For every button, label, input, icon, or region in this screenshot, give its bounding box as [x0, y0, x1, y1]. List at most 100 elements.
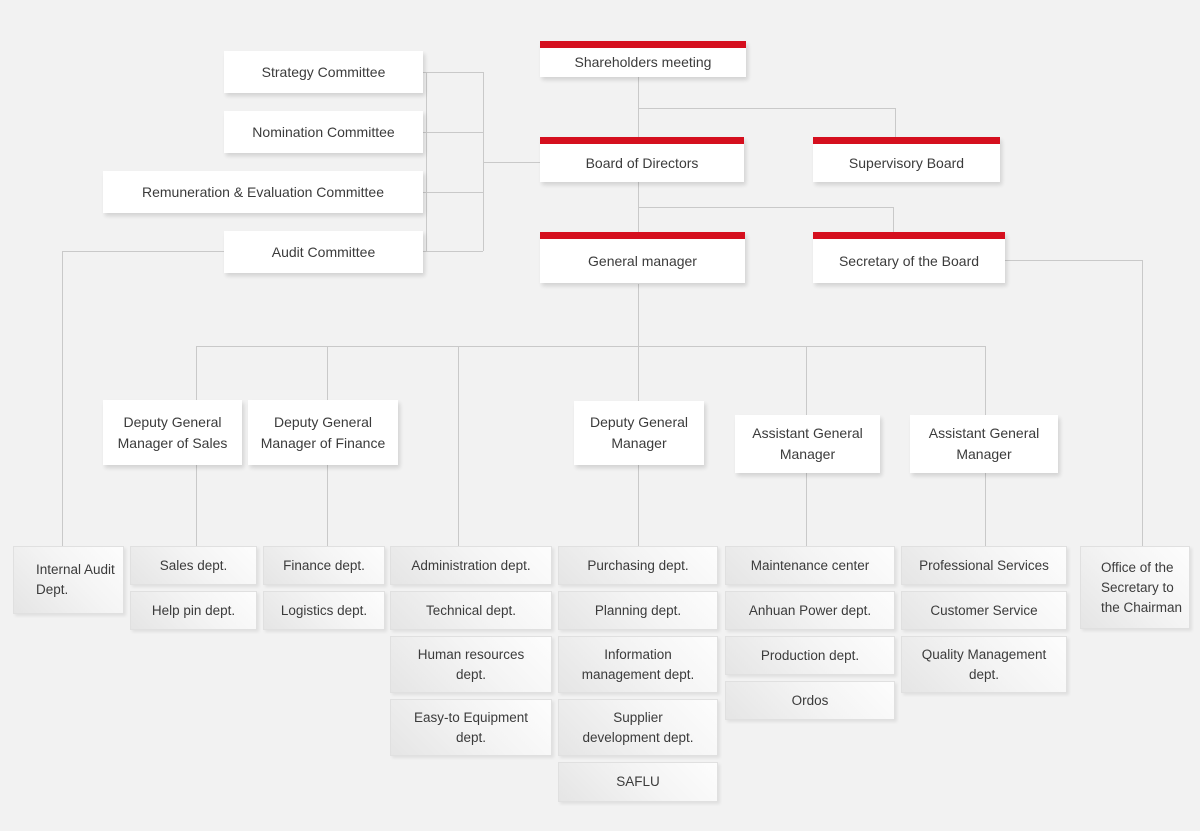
dept-maintenance-center: Maintenance center — [725, 546, 895, 585]
dept-customer-service: Customer Service — [901, 591, 1067, 630]
connector-agm1-drop — [806, 346, 807, 415]
red-accent-bar — [540, 232, 745, 239]
node-label: Deputy General Manager of Sales — [117, 413, 228, 451]
dept-label: Easy-to Equipment dept. — [413, 709, 529, 745]
red-accent-bar — [813, 137, 1000, 144]
connector-secretary-office-branch — [1005, 260, 1142, 261]
dept-internal-audit: Internal Audit Dept. — [13, 546, 124, 614]
dept-anhuan-power: Anhuan Power dept. — [725, 591, 895, 630]
connector-sales-column-drop — [196, 465, 197, 546]
node-label: Remuneration & Evaluation Committee — [141, 183, 384, 200]
dept-label: Information management dept. — [581, 646, 695, 682]
dept-label: Maintenance center — [750, 557, 870, 573]
dept-label: Logistics dept. — [280, 602, 368, 618]
connector-remuneration-stub — [423, 192, 483, 193]
dept-label: Purchasing dept. — [587, 557, 689, 573]
node-audit-committee: Audit Committee — [224, 231, 423, 273]
node-supervisory-board: Supervisory Board — [813, 137, 1000, 182]
node-label: Audit Committee — [271, 243, 376, 260]
connector-gm-bar — [638, 284, 639, 346]
dept-label: Help pin dept. — [151, 602, 236, 618]
dept-finance: Finance dept. — [263, 546, 385, 585]
dept-label: Human resources dept. — [417, 646, 525, 682]
connector-dgm-sales-drop — [196, 346, 197, 400]
dept-label: Office of the Secretary to the Chairman — [1101, 559, 1183, 615]
connector-professional-column-drop — [985, 473, 986, 546]
connector-dgm-drop — [638, 346, 639, 401]
connector-supervisory-drop — [895, 108, 896, 137]
dept-human-resources: Human resources dept. — [390, 636, 552, 693]
dept-label: Supplier development dept. — [582, 709, 694, 745]
node-label: Nomination Committee — [252, 123, 395, 140]
dept-production: Production dept. — [725, 636, 895, 675]
dept-label: Ordos — [791, 692, 829, 708]
connector-supervisory-branch — [638, 108, 895, 109]
connector-maintenance-column-drop — [806, 473, 807, 546]
node-label: General manager — [588, 252, 697, 269]
dept-label: Customer Service — [930, 602, 1038, 618]
node-label: Assistant General Manager — [928, 425, 1040, 462]
node-shareholders-meeting: Shareholders meeting — [540, 41, 746, 77]
dept-label: SAFLU — [616, 774, 660, 789]
dept-logistics: Logistics dept. — [263, 591, 385, 630]
dept-label: Finance dept. — [283, 557, 365, 573]
dept-easy-to-equipment: Easy-to Equipment dept. — [390, 699, 552, 756]
node-general-manager: General manager — [540, 232, 745, 283]
dept-quality-management: Quality Management dept. — [901, 636, 1067, 693]
node-secretary-of-the-board: Secretary of the Board — [813, 232, 1005, 283]
node-label: Secretary of the Board — [838, 252, 980, 269]
node-nomination-committee: Nomination Committee — [224, 111, 423, 153]
node-board-of-directors: Board of Directors — [540, 137, 744, 182]
dept-administration: Administration dept. — [390, 546, 552, 585]
connector-secretary-branch — [638, 207, 893, 208]
dept-label: Technical dept. — [425, 602, 517, 618]
connector-secretary-drop — [893, 207, 894, 232]
node-deputy-gm-finance: Deputy General Manager of Finance — [248, 400, 398, 465]
dept-technical: Technical dept. — [390, 591, 552, 630]
node-label: Deputy General Manager — [589, 414, 689, 451]
node-label: Board of Directors — [585, 154, 699, 171]
dept-saflu: SAFLU — [558, 762, 718, 802]
connector-strategy-stub — [423, 72, 483, 73]
node-deputy-gm-sales: Deputy General Manager of Sales — [103, 400, 242, 465]
node-deputy-gm: Deputy General Manager — [574, 401, 704, 465]
connector-committee-bracket-outer — [483, 72, 484, 251]
connector-main-bar — [196, 346, 985, 347]
connector-dgm-finance-drop — [327, 346, 328, 400]
connector-nomination-stub — [423, 132, 483, 133]
dept-sales: Sales dept. — [130, 546, 257, 585]
node-label: Strategy Committee — [261, 63, 386, 80]
dept-label: Professional Services — [919, 557, 1049, 573]
dept-help-pin: Help pin dept. — [130, 591, 257, 630]
connector-committee-bracket-inner — [426, 72, 427, 251]
dept-label: Quality Management dept. — [921, 646, 1047, 682]
connector-administration-drop — [458, 346, 459, 546]
dept-information-management: Information management dept. — [558, 636, 718, 693]
dept-ordos: Ordos — [725, 681, 895, 720]
connector-internal-audit-drop — [62, 251, 63, 546]
connector-finance-column-drop — [327, 465, 328, 546]
dept-planning: Planning dept. — [558, 591, 718, 630]
dept-label: Planning dept. — [594, 602, 682, 618]
node-assistant-gm-1: Assistant General Manager — [735, 415, 880, 473]
node-label: Shareholders meeting — [574, 54, 712, 70]
dept-professional-services: Professional Services — [901, 546, 1067, 585]
red-accent-bar — [540, 137, 744, 144]
dept-secretary-office: Office of the Secretary to the Chairman — [1080, 546, 1190, 629]
node-label: Supervisory Board — [848, 154, 965, 171]
connector-purchasing-column-drop — [638, 465, 639, 546]
dept-label: Production dept. — [760, 647, 860, 663]
red-accent-bar — [540, 41, 746, 48]
node-remuneration-evaluation-committee: Remuneration & Evaluation Committee — [103, 171, 423, 213]
connector-agm2-drop — [985, 346, 986, 415]
node-label: Assistant General Manager — [752, 425, 863, 462]
dept-label: Anhuan Power dept. — [748, 602, 872, 618]
dept-label: Internal Audit Dept. — [36, 562, 115, 597]
connector-bracket-board-stub — [483, 162, 540, 163]
dept-purchasing: Purchasing dept. — [558, 546, 718, 585]
node-label: Deputy General Manager of Finance — [260, 413, 386, 451]
node-strategy-committee: Strategy Committee — [224, 51, 423, 93]
red-accent-bar — [813, 232, 1005, 239]
dept-label: Sales dept. — [159, 557, 228, 573]
